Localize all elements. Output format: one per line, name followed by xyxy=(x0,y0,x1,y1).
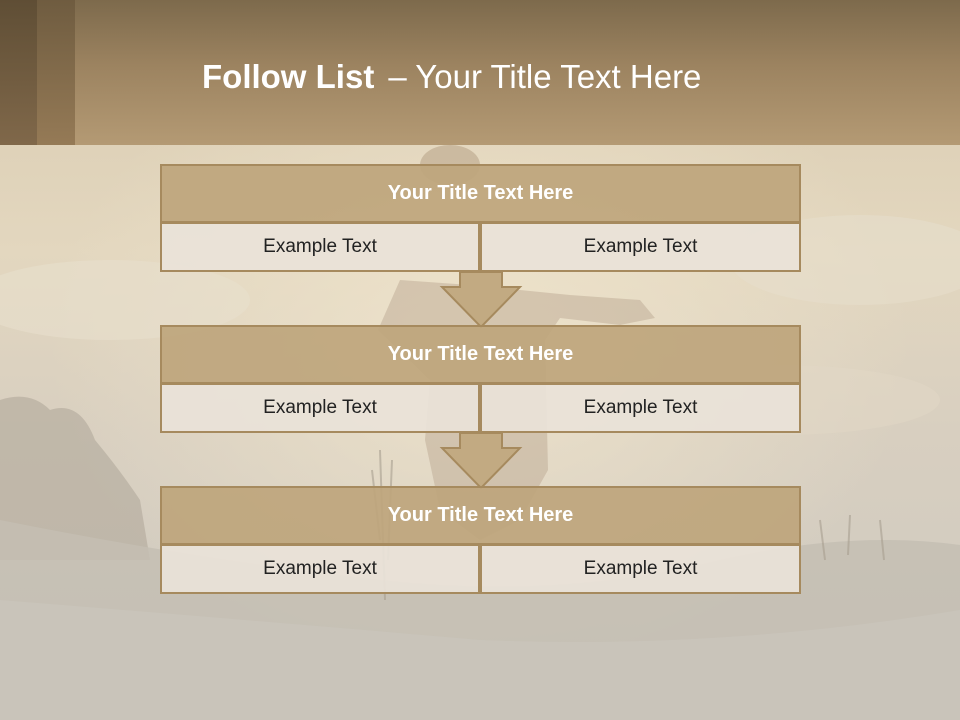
slide-title-strong: Follow List xyxy=(202,58,375,95)
header-accent-dark xyxy=(0,0,37,145)
down-arrow-icon xyxy=(439,432,523,490)
step-right-text: Example Text xyxy=(480,383,801,433)
slide-title-rest: – Your Title Text Here xyxy=(388,58,702,95)
step-right-text: Example Text xyxy=(480,222,801,272)
header-band xyxy=(0,0,960,145)
step-right-text: Example Text xyxy=(480,544,801,594)
slide-title: Follow List – Your Title Text Here xyxy=(202,52,701,102)
down-arrow-icon xyxy=(439,271,523,329)
step-title: Your Title Text Here xyxy=(160,325,801,384)
step-left-text: Example Text xyxy=(160,222,480,272)
step-title: Your Title Text Here xyxy=(160,486,801,545)
step-left-text: Example Text xyxy=(160,383,480,433)
step-left-text: Example Text xyxy=(160,544,480,594)
step-title: Your Title Text Here xyxy=(160,164,801,223)
header-accent-mid xyxy=(37,0,75,145)
